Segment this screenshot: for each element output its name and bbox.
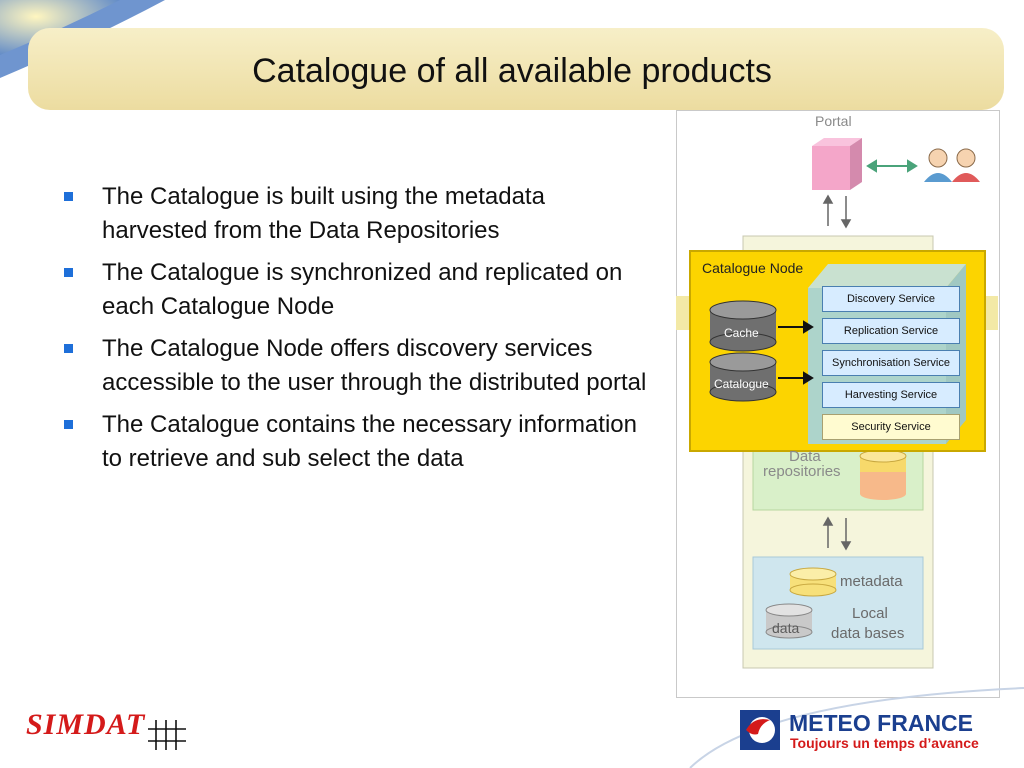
data-repositories-label-1: Data <box>789 448 821 465</box>
bullet-square-icon <box>64 192 73 201</box>
bullet-square-icon <box>64 344 73 353</box>
bullet-item: The Catalogue contains the necessary inf… <box>62 408 652 476</box>
catalogue-node-label: Catalogue Node <box>702 260 804 276</box>
meteo-france-tagline: Toujours un temps d’avance <box>790 735 979 751</box>
portal-cube-icon <box>812 138 862 190</box>
slide-title: Catalogue of all available products <box>252 52 772 90</box>
discovery-service-box: Discovery Service <box>822 286 960 312</box>
bullet-square-icon <box>64 420 73 429</box>
harvesting-service-box: Harvesting Service <box>822 382 960 408</box>
portal-label: Portal <box>815 113 852 129</box>
data-repositories-label-2: repositories <box>763 463 841 480</box>
bullet-item: The Catalogue Node offers discovery serv… <box>62 332 652 400</box>
local-db-label-2: data bases <box>831 625 905 642</box>
bullet-square-icon <box>64 268 73 277</box>
local-db-label-1: Local <box>852 605 888 622</box>
simdat-logo: SIMDAT <box>26 708 146 741</box>
data-label: data <box>772 620 800 636</box>
metadata-label: metadata <box>840 573 903 590</box>
users-icon <box>924 148 980 182</box>
bullet-item: The Catalogue is synchronized and replic… <box>62 256 652 324</box>
data-database-icon <box>765 603 813 639</box>
synchronisation-service-box: Synchronisation Service <box>822 350 960 376</box>
footer-swoosh <box>689 687 1024 768</box>
catalogue-database-icon <box>709 352 777 402</box>
title-band <box>28 28 1004 110</box>
meteo-france-name: METEO FRANCE <box>789 710 973 736</box>
cache-label: Cache <box>724 326 759 340</box>
grid-logo-icon <box>148 720 186 750</box>
portal-users-arrow <box>866 159 918 173</box>
repository-database-icon <box>859 449 907 500</box>
catalogue-db-label: Catalogue <box>714 377 769 391</box>
security-service-box: Security Service <box>822 414 960 440</box>
bullet-item: The Catalogue is built using the metadat… <box>62 180 652 248</box>
replication-service-box: Replication Service <box>822 318 960 344</box>
metadata-database-icon <box>789 567 837 597</box>
cache-database-icon <box>709 300 777 352</box>
meteo-france-logo-icon <box>740 710 780 750</box>
bullet-list: The Catalogue is built using the metadat… <box>62 180 652 484</box>
